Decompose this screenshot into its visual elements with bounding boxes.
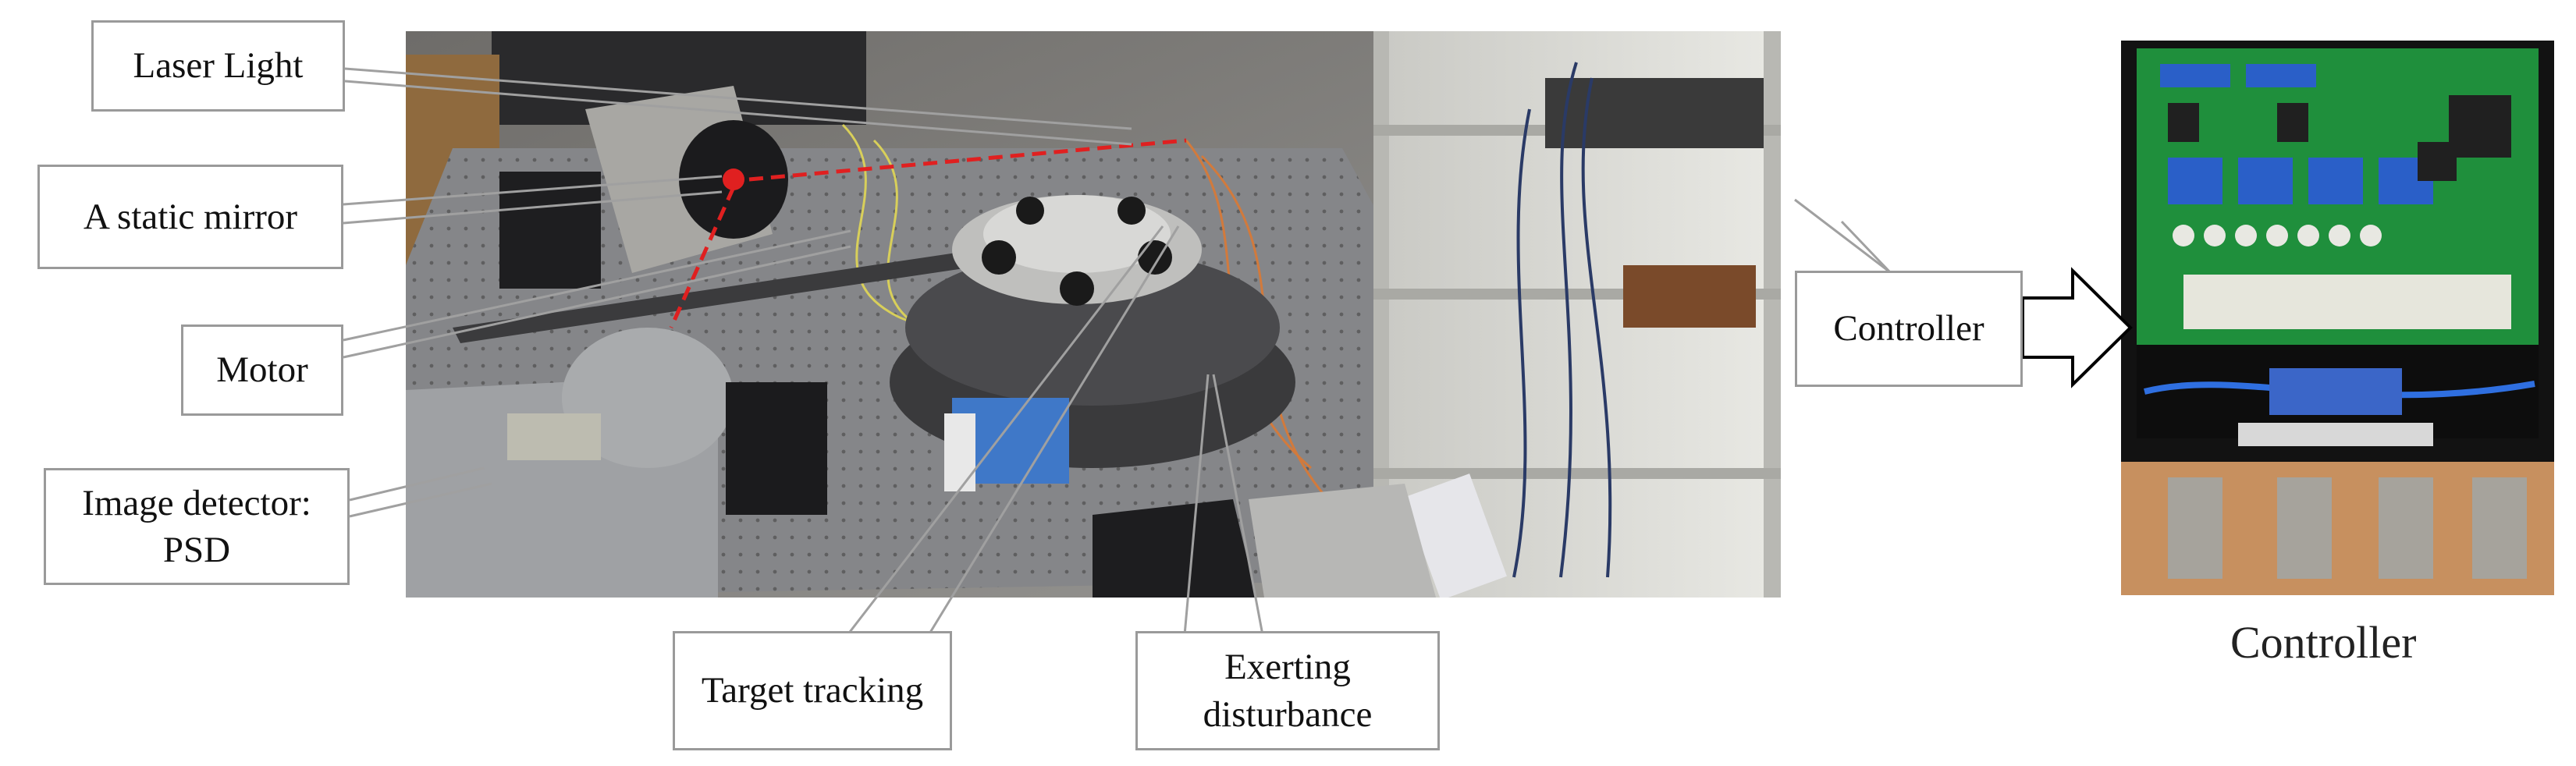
leader-laser-light-2 — [344, 80, 1132, 146]
leader-disturbance-1 — [1183, 374, 1210, 636]
label-exerting-disturbance: Exerting disturbance — [1135, 631, 1440, 750]
label-laser-light: Laser Light — [91, 20, 345, 112]
leader-laser-light-1 — [344, 67, 1132, 130]
label-image-detector: Image detector: PSD — [44, 468, 350, 585]
label-target-tracking: Target tracking — [673, 631, 952, 750]
controller-caption: Controller — [2230, 617, 2417, 668]
leader-controller-2 — [1840, 220, 1892, 274]
leader-detector-1 — [349, 466, 485, 502]
label-static-mirror: A static mirror — [37, 165, 343, 269]
leader-motor-2 — [343, 245, 851, 359]
leader-detector-2 — [349, 482, 492, 518]
controller-board-photo — [2121, 41, 2554, 595]
label-controller: Controller — [1795, 271, 2023, 387]
leader-motor-1 — [343, 229, 851, 342]
leader-controller-1 — [1794, 198, 1891, 274]
leader-static-mirror-1 — [343, 175, 723, 206]
label-motor: Motor — [181, 324, 343, 416]
leader-target-tracking-2 — [927, 225, 1180, 636]
leader-static-mirror-2 — [343, 190, 723, 225]
controller-photo-drawing — [2121, 41, 2554, 595]
leader-target-tracking-1 — [846, 225, 1164, 636]
leader-disturbance-2 — [1212, 374, 1264, 636]
right-arrow-icon — [2021, 267, 2133, 388]
